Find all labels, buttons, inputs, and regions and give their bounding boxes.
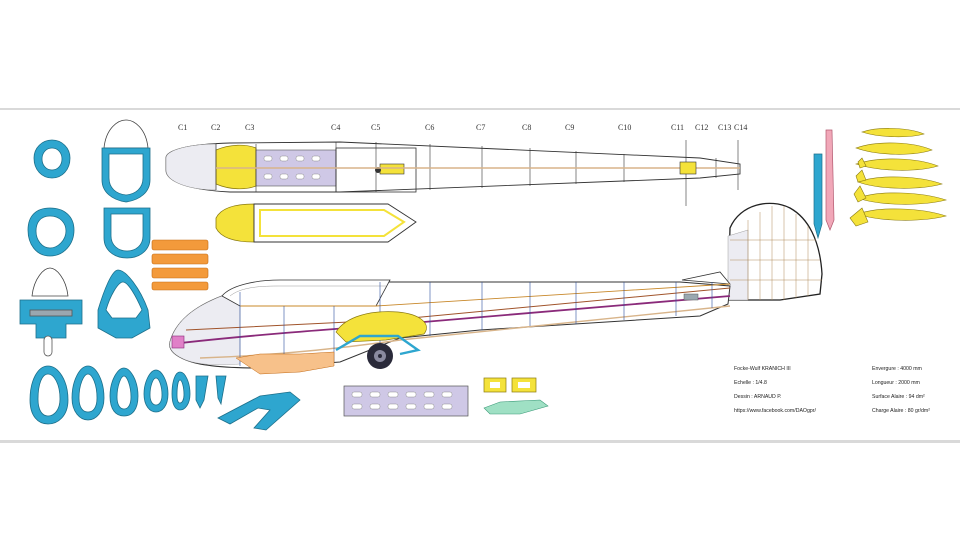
top-view-fuselage — [165, 140, 741, 206]
side-view-fuselage — [169, 202, 823, 375]
former-trapezoid — [97, 269, 151, 339]
info-model: Focke-Wulf KRANICH III — [734, 366, 791, 372]
former-round-small — [33, 139, 71, 179]
frame-label-c14: C14 — [734, 123, 747, 132]
former-canopy-frame-1 — [101, 119, 151, 203]
wing-ribs — [855, 128, 948, 221]
info-scale: Echelle : 1/4.8 — [734, 380, 767, 386]
frame-label-c8: C8 — [522, 123, 531, 132]
plan-sheet: C1 C2 C3 C4 C5 C6 C7 C8 C9 C10 C11 C12 C… — [0, 108, 960, 443]
former-keel — [217, 391, 301, 431]
frame-label-c7: C7 — [476, 123, 485, 132]
info-length: Longueur : 2000 mm — [872, 380, 920, 386]
canopy-top-frame — [215, 203, 417, 243]
frame-label-c12: C12 — [695, 123, 708, 132]
frame-labels: C1 C2 C3 C4 C5 C6 C7 C8 C9 C10 C11 C12 C… — [178, 123, 747, 132]
frame-label-c1: C1 — [178, 123, 187, 132]
glider-plan-drawing: C1 C2 C3 C4 C5 C6 C7 C8 C9 C10 C11 C12 C… — [19, 119, 948, 431]
former-square — [103, 207, 151, 259]
wing-parts — [813, 128, 948, 240]
frame-label-c4: C4 — [331, 123, 340, 132]
frame-label-c10: C10 — [618, 123, 631, 132]
frame-label-c3: C3 — [245, 123, 254, 132]
frame-label-c13: C13 — [718, 123, 731, 132]
info-wing-area: Surface Alaire : 94 dm² — [872, 394, 925, 400]
frame-label-c9: C9 — [565, 123, 574, 132]
info-span: Envergure : 4000 mm — [872, 366, 922, 372]
bottom-parts — [343, 377, 549, 417]
info-link: https://www.facebook.com/DAOgpr/ — [734, 408, 816, 414]
former-canopy-frame-2 — [19, 267, 83, 357]
former-round-large — [27, 207, 75, 257]
frame-label-c5: C5 — [371, 123, 380, 132]
former-row — [29, 365, 227, 425]
orange-ribs — [151, 239, 209, 291]
title-block: Focke-Wulf KRANICH III Echelle : 1/4.8 D… — [734, 366, 930, 414]
frame-label-c2: C2 — [211, 123, 220, 132]
info-wing-loading: Charge Alaire : 80 gr/dm² — [872, 408, 930, 414]
fuselage-formers — [19, 119, 301, 431]
frame-label-c6: C6 — [425, 123, 434, 132]
frame-label-c11: C11 — [671, 123, 684, 132]
info-designer: Dessin : ARNAUD P. — [734, 394, 781, 400]
